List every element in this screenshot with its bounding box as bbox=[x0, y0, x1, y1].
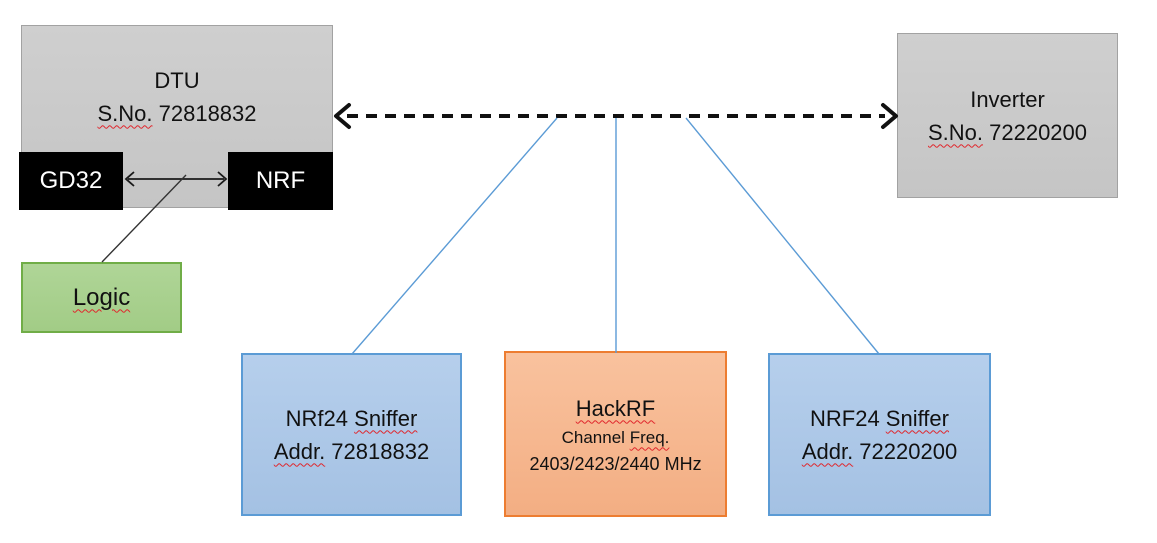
sniffer-right-name-prefix: NRF24 bbox=[810, 405, 886, 431]
hackrf-title-text: HackRF bbox=[575, 395, 656, 421]
dtu-serial: S.No. 72818832 bbox=[97, 97, 256, 130]
dtu-serial-number: 72818832 bbox=[152, 100, 257, 126]
sniffer-left-addr-value: 72818832 bbox=[325, 438, 430, 464]
sniffer-left-box: NRf24 Sniffer Addr. 72818832 bbox=[241, 353, 462, 516]
sniffer-right-addr-label: Addr. bbox=[801, 438, 854, 464]
arrowhead-left-icon bbox=[334, 103, 351, 129]
sniffer-left-addr-label: Addr. bbox=[273, 438, 326, 464]
dtu-inverter-dashed-arrow bbox=[334, 103, 898, 129]
hackrf-channel-prefix: Channel bbox=[561, 427, 630, 447]
sniffer-left-name: NRf24 Sniffer bbox=[286, 402, 418, 435]
link-to-sniffer-left-line bbox=[351, 117, 558, 355]
hackrf-frequencies: 2403/2423/2440 MHz bbox=[529, 453, 702, 474]
dtu-label: DTU S.No. 72818832 bbox=[97, 64, 256, 130]
inverter-title: Inverter bbox=[970, 86, 1045, 112]
link-to-sniffer-right-line bbox=[685, 117, 880, 355]
hackrf-title: HackRF bbox=[576, 392, 655, 425]
sniffer-left-name-prefix: NRf24 bbox=[285, 405, 355, 431]
gd32-label: GD32 bbox=[39, 167, 103, 194]
inverter-serial-number: 72220200 bbox=[983, 119, 1088, 145]
sniffer-right-address: Addr. 72220200 bbox=[802, 435, 957, 468]
sniffer-right-addr-value: 72220200 bbox=[853, 438, 958, 464]
logic-box: Logic bbox=[21, 262, 182, 333]
sniffer-right-name-word: Sniffer bbox=[885, 405, 949, 431]
logic-label: Logic bbox=[72, 283, 131, 311]
inverter-box: Inverter S.No. 72220200 bbox=[897, 33, 1118, 198]
hackrf-channel-line: Channel Freq. bbox=[562, 425, 670, 451]
sniffer-left-address: Addr. 72818832 bbox=[274, 435, 429, 468]
gd32-box: GD32 bbox=[19, 152, 123, 210]
arrowhead-right-icon bbox=[881, 103, 898, 129]
inverter-serial: S.No. 72220200 bbox=[928, 116, 1087, 149]
sniffer-right-box: NRF24 Sniffer Addr. 72220200 bbox=[768, 353, 991, 516]
sniffer-right-name: NRF24 Sniffer bbox=[810, 402, 949, 435]
hackrf-freq-word: Freq. bbox=[629, 427, 670, 447]
dtu-title: DTU bbox=[154, 67, 200, 93]
nrf-box: NRF bbox=[228, 152, 333, 210]
inverter-serial-label: S.No. bbox=[927, 119, 984, 145]
hackrf-box: HackRF Channel Freq. 2403/2423/2440 MHz bbox=[504, 351, 727, 517]
sniffer-left-name-word: Sniffer bbox=[354, 405, 418, 431]
nrf-label: NRF bbox=[255, 167, 306, 194]
dtu-serial-label: S.No. bbox=[97, 100, 153, 126]
